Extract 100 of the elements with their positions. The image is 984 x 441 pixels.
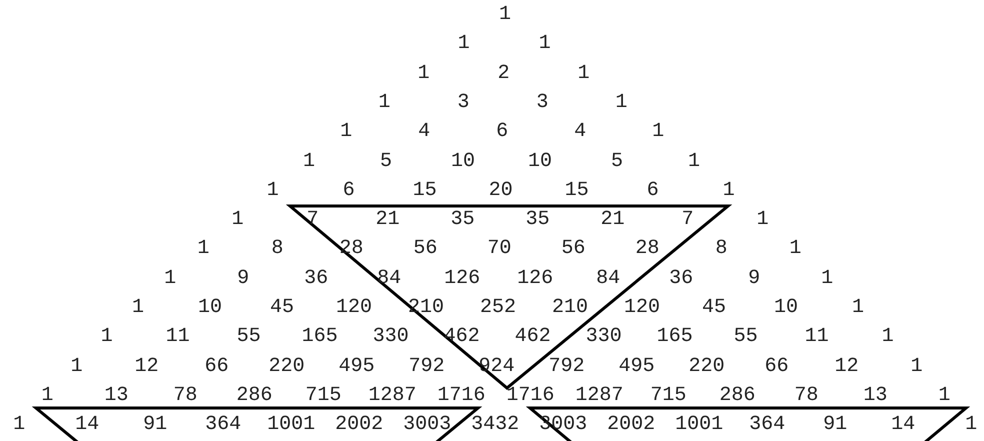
triangle-number: 66 — [204, 356, 229, 377]
triangle-number: 66 — [764, 356, 789, 377]
triangle-number: 1 — [378, 92, 390, 113]
triangle-number: 9 — [237, 268, 250, 289]
triangle-number: 1 — [303, 152, 315, 172]
triangle-number: 1 — [938, 386, 950, 406]
triangle-number: 364 — [749, 415, 786, 436]
triangle-number: 792 — [548, 356, 585, 377]
triangle-number: 2002 — [335, 415, 384, 436]
triangle-number: 15 — [412, 180, 437, 201]
triangle-number: 715 — [305, 386, 342, 406]
triangle-number: 1 — [756, 210, 769, 230]
triangle-number: 1 — [164, 268, 176, 289]
triangle-number: 14 — [891, 415, 916, 436]
triangle-number: 12 — [834, 356, 859, 377]
triangle-number: 2 — [498, 64, 510, 84]
triangle-number: 1 — [458, 34, 470, 54]
triangle-number: 4 — [574, 122, 586, 142]
triangle-number: 28 — [635, 239, 660, 260]
triangle-number: 36 — [669, 268, 694, 289]
triangle-number: 35 — [526, 210, 550, 230]
triangle-number: 1 — [132, 298, 144, 318]
triangle-number: 1 — [965, 415, 978, 436]
triangle-number: 10 — [451, 152, 475, 172]
triangle-number: 91 — [143, 415, 168, 436]
triangle-number: 165 — [302, 327, 338, 348]
triangle-number: 4 — [418, 122, 430, 142]
triangle-number: 165 — [656, 327, 693, 348]
triangle-number: 1 — [13, 415, 26, 436]
triangle-number: 10 — [198, 298, 222, 318]
triangle-number: 12 — [134, 356, 159, 377]
triangle-number: 1 — [232, 210, 244, 230]
triangle-number: 1 — [499, 5, 511, 25]
triangle-number: 9 — [748, 268, 760, 289]
triangle-number: 56 — [413, 239, 438, 260]
triangle-number: 13 — [863, 386, 888, 406]
triangle-number: 1 — [340, 122, 352, 142]
triangle-number: 286 — [236, 386, 272, 406]
triangle-number: 1287 — [575, 386, 624, 406]
triangle-number: 252 — [480, 298, 516, 318]
triangle-number: 8 — [715, 239, 728, 260]
triangle-number: 1 — [688, 152, 700, 172]
triangle-number: 3003 — [403, 415, 452, 436]
triangle-number: 91 — [823, 415, 848, 436]
triangle-number: 84 — [596, 268, 620, 289]
triangle-number: 45 — [702, 298, 726, 318]
triangle-number: 715 — [650, 386, 686, 406]
triangle-number: 120 — [624, 298, 660, 318]
triangle-number: 462 — [444, 327, 480, 348]
triangle-number: 78 — [794, 386, 818, 406]
triangle-number: 20 — [488, 180, 513, 201]
triangle-number: 1 — [578, 64, 590, 84]
triangle-number: 45 — [270, 298, 294, 318]
triangle-number: 36 — [304, 268, 328, 289]
triangle-number: 10 — [528, 152, 552, 172]
triangle-number: 6 — [646, 180, 659, 201]
triangle-number: 462 — [514, 327, 551, 348]
triangle-number: 11 — [166, 327, 190, 348]
triangle-number: 364 — [205, 415, 242, 436]
triangle-number: 1 — [538, 34, 551, 54]
triangle-number: 126 — [517, 268, 554, 289]
triangle-number: 120 — [336, 298, 372, 318]
triangle-number: 84 — [377, 268, 402, 289]
triangle-number: 792 — [408, 356, 445, 377]
triangle-number: 6 — [496, 122, 508, 142]
triangle-number: 1 — [100, 327, 113, 348]
triangle-number: 220 — [688, 356, 725, 377]
triangle-number: 1 — [852, 298, 864, 318]
triangle-number: 286 — [719, 386, 756, 406]
triangle-number: 55 — [236, 327, 261, 348]
triangle-number: 1001 — [675, 415, 724, 436]
triangle-number: 495 — [338, 356, 375, 377]
triangle-number: 1 — [70, 356, 83, 377]
triangle-number: 21 — [600, 210, 625, 230]
triangle-number: 220 — [268, 356, 305, 377]
triangle-number: 126 — [444, 268, 480, 289]
triangle-number: 21 — [376, 210, 400, 230]
triangle-number: 3432 — [471, 415, 520, 436]
triangle-number: 15 — [564, 180, 589, 201]
triangle-number: 3 — [457, 92, 470, 113]
triangle-number: 1 — [722, 180, 735, 201]
triangle-number: 1287 — [368, 386, 416, 406]
triangle-number: 56 — [561, 239, 586, 260]
triangle-number: 1 — [882, 327, 894, 348]
triangle-number: 924 — [478, 356, 515, 377]
triangle-number: 1 — [418, 64, 430, 84]
triangle-number: 210 — [552, 298, 588, 318]
triangle-number: 1 — [41, 386, 54, 406]
triangle-number: 1 — [821, 268, 834, 289]
triangle-number: 1 — [652, 122, 664, 142]
triangle-number: 78 — [173, 386, 198, 406]
triangle-number: 6 — [342, 180, 355, 201]
triangle-number: 2002 — [607, 415, 656, 436]
triangle-number: 1716 — [506, 386, 554, 406]
triangle-number: 5 — [380, 152, 392, 172]
triangle-number: 35 — [450, 210, 475, 230]
triangle-number: 1 — [266, 180, 279, 201]
triangle-number: 1 — [197, 239, 210, 260]
triangle-number: 10 — [774, 298, 798, 318]
triangle-number: 7 — [682, 210, 694, 230]
